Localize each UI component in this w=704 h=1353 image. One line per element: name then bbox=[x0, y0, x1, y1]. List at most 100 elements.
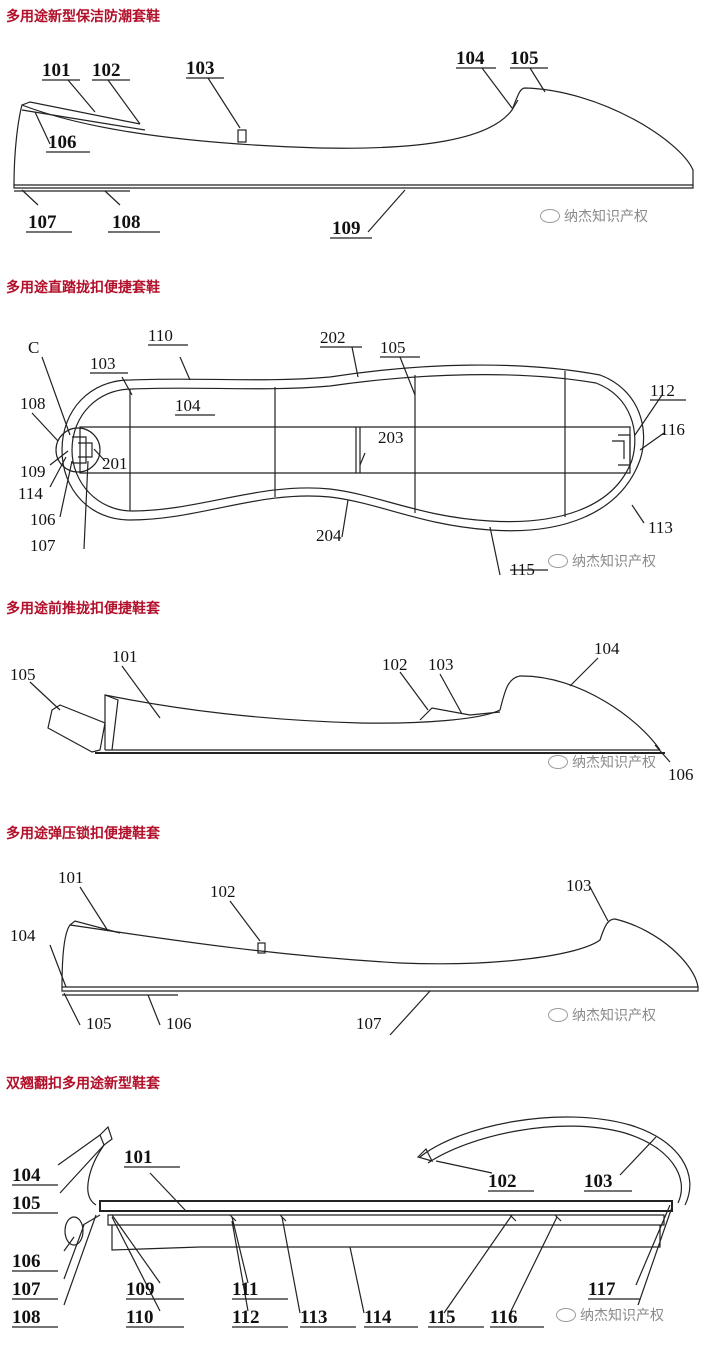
p1-part-103 bbox=[237, 129, 247, 143]
p5-label-101: 101 bbox=[124, 1147, 153, 1168]
p4-watermark: 纳杰知识产权 bbox=[548, 1005, 656, 1025]
wechat-icon bbox=[540, 209, 560, 223]
p2-label-110: 110 bbox=[148, 326, 173, 345]
p4-label-102: 102 bbox=[210, 882, 236, 901]
p3-strap bbox=[419, 707, 501, 721]
p1-label-102: 102 bbox=[92, 60, 121, 81]
panel-2-title: 多用途直踏拢扣便捷套鞋 bbox=[6, 280, 160, 296]
p2-label-201: 201 bbox=[102, 454, 128, 473]
p1-label-106: 106 bbox=[48, 132, 77, 153]
p3-back-panel bbox=[104, 694, 119, 751]
panel-3: 多用途前推拢扣便捷鞋套 105 101 102 103 104 106 纳杰知识… bbox=[0, 590, 704, 815]
p5-label-103: 103 bbox=[584, 1171, 613, 1192]
p2-label-103: 103 bbox=[90, 354, 116, 373]
p3-label-106: 106 bbox=[668, 765, 694, 784]
p2-label-114: 114 bbox=[18, 484, 43, 503]
wechat-icon bbox=[548, 755, 568, 769]
p5-arc bbox=[419, 1116, 691, 1206]
p2-detail-circle-c bbox=[55, 427, 101, 473]
wechat-icon bbox=[556, 1308, 576, 1322]
p2-cross-lines bbox=[129, 371, 566, 517]
panel-4: 多用途弹压锁扣便捷鞋套 101 102 103 104 105 106 107 … bbox=[0, 815, 704, 1065]
p5-label-111: 111 bbox=[232, 1279, 258, 1300]
p5-board-inner bbox=[107, 1214, 665, 1226]
p5-label-116: 116 bbox=[490, 1307, 517, 1328]
p4-label-103: 103 bbox=[566, 876, 592, 895]
p3-upper bbox=[104, 675, 661, 751]
p2-label-115: 115 bbox=[510, 560, 535, 579]
p2-label-109: 109 bbox=[20, 462, 46, 481]
p2-label-c: C bbox=[28, 338, 39, 357]
p3-watermark: 纳杰知识产权 bbox=[548, 752, 656, 772]
p1-watermark: 纳杰知识产权 bbox=[540, 206, 648, 226]
p2-inner bbox=[71, 374, 636, 523]
p4-label-104: 104 bbox=[10, 926, 36, 945]
p1-label-104: 104 bbox=[456, 48, 485, 69]
panel-1-title: 多用途新型保洁防潮套鞋 bbox=[6, 9, 160, 25]
p5-label-108: 108 bbox=[12, 1307, 41, 1328]
p5-label-112: 112 bbox=[232, 1307, 259, 1328]
p2-leaders bbox=[31, 346, 665, 576]
p4-label-107: 107 bbox=[356, 1014, 382, 1033]
p2-label-107: 107 bbox=[30, 536, 56, 555]
panel-4-drawing: 101 102 103 104 105 106 107 bbox=[10, 868, 699, 1036]
p3-label-103: 103 bbox=[428, 655, 454, 674]
panel-2-drawing: C 108 109 114 106 107 103 110 104 201 20… bbox=[18, 326, 686, 579]
p3-label-104: 104 bbox=[594, 639, 620, 658]
p1-label-107: 107 bbox=[28, 212, 57, 233]
p5-label-107: 107 bbox=[12, 1279, 41, 1300]
p5-left-clip bbox=[87, 1125, 113, 1206]
p5-label-114: 114 bbox=[364, 1307, 392, 1328]
p2-label-204: 204 bbox=[316, 526, 342, 545]
p1-label-105: 105 bbox=[510, 48, 539, 69]
p1-notch-104 bbox=[511, 99, 519, 111]
p1-label-101: 101 bbox=[42, 60, 71, 81]
p5-arc-tip bbox=[416, 1147, 434, 1162]
p2-label-112: 112 bbox=[650, 381, 675, 400]
p5-leaders bbox=[57, 1134, 673, 1314]
panel-5: 双翘翻扣多用途新型鞋套 104 105 101 102 103 106 107 … bbox=[0, 1065, 704, 1353]
p2-buckle-right bbox=[612, 434, 631, 466]
panel-5-title: 双翘翻扣多用途新型鞋套 bbox=[6, 1076, 160, 1092]
p1-upper bbox=[13, 87, 694, 186]
p2-label-108: 108 bbox=[20, 394, 46, 413]
panel-2: 多用途直踏拢扣便捷套鞋 C 108 109 114 106 107 103 11… bbox=[0, 265, 704, 590]
wechat-icon bbox=[548, 554, 568, 568]
p2-label-104: 104 bbox=[175, 396, 201, 415]
p5-label-106: 106 bbox=[12, 1251, 41, 1272]
p2-label-203: 203 bbox=[378, 428, 404, 447]
p1-sole bbox=[13, 184, 694, 189]
p2-label-116: 116 bbox=[660, 420, 685, 439]
p4-label-106: 106 bbox=[166, 1014, 192, 1033]
p5-label-109: 109 bbox=[126, 1279, 155, 1300]
p5-base bbox=[111, 1225, 661, 1251]
p2-label-113: 113 bbox=[648, 518, 673, 537]
p3-label-101: 101 bbox=[112, 647, 138, 666]
p5-label-110: 110 bbox=[126, 1307, 153, 1328]
p4-label-105: 105 bbox=[86, 1014, 112, 1033]
p2-outer bbox=[61, 364, 645, 532]
p5-label-115: 115 bbox=[428, 1307, 455, 1328]
p5-pin-106 bbox=[64, 1216, 84, 1246]
p3-leaders bbox=[29, 657, 671, 763]
p5-watermark: 纳杰知识产权 bbox=[556, 1305, 664, 1325]
p1-underlines bbox=[26, 67, 548, 239]
p5-label-104: 104 bbox=[12, 1165, 41, 1186]
p5-label-117: 117 bbox=[588, 1279, 616, 1300]
panel-1-drawing: 101 102 103 104 105 106 107 108 109 bbox=[13, 48, 694, 239]
p1-label-103: 103 bbox=[186, 58, 215, 79]
p4-sole bbox=[61, 986, 699, 992]
panel-4-title: 多用途弹压锁扣便捷鞋套 bbox=[6, 826, 160, 842]
panel-3-drawing: 105 101 102 103 104 106 bbox=[10, 639, 694, 784]
p5-board-top bbox=[99, 1200, 673, 1212]
p5-teeth bbox=[229, 1214, 562, 1222]
p2-buckle-left bbox=[72, 436, 93, 464]
p4-part-102 bbox=[257, 942, 266, 954]
p5-underlines bbox=[12, 1166, 640, 1328]
p1-label-108: 108 bbox=[112, 212, 141, 233]
p2-label-105: 105 bbox=[380, 338, 406, 357]
wechat-icon bbox=[548, 1008, 568, 1022]
p1-heel-tab bbox=[21, 101, 146, 131]
p4-label-101: 101 bbox=[58, 868, 84, 887]
p2-strap bbox=[79, 426, 631, 474]
